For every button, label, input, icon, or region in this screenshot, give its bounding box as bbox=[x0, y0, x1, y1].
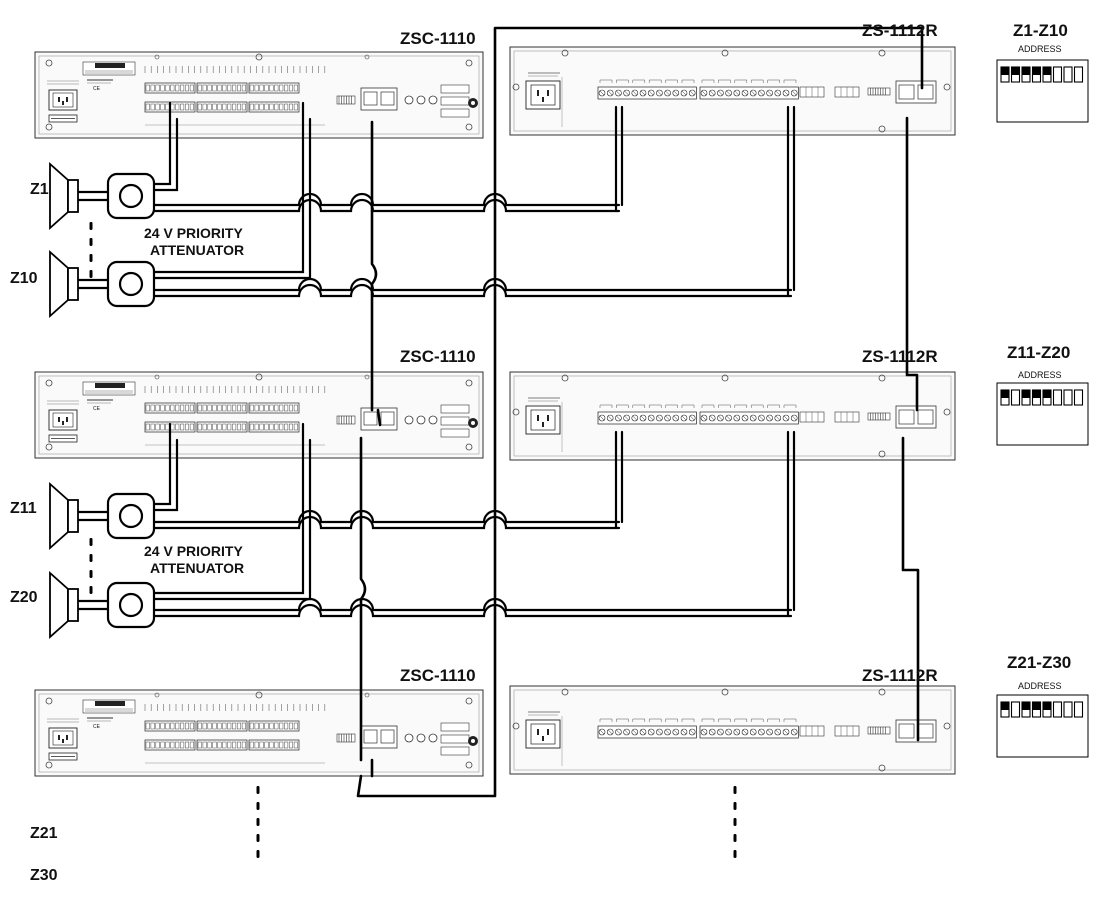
address-dip-switch-3 bbox=[996, 694, 1089, 758]
continuation-dot bbox=[733, 786, 737, 794]
horn-speaker-top-1 bbox=[49, 163, 79, 229]
dip-switch-6 bbox=[1052, 389, 1063, 406]
address-caption-3: ADDRESS bbox=[1018, 681, 1062, 691]
address-title-1: Z1-Z10 bbox=[1013, 21, 1068, 40]
dip-switch-8 bbox=[1073, 66, 1084, 83]
continuation-dot bbox=[89, 586, 93, 594]
zone-label-z10: Z10 bbox=[10, 270, 38, 287]
address-title-3: Z21-Z30 bbox=[1007, 653, 1071, 672]
horn-speaker-bottom-1 bbox=[49, 251, 79, 317]
attenuator-label-1b: ATTENUATOR bbox=[150, 242, 244, 258]
address-dip-switch-1 bbox=[996, 59, 1089, 123]
continuation-dot bbox=[256, 834, 260, 842]
relay-zs1112r-panel-1 bbox=[509, 46, 956, 136]
continuation-dot bbox=[89, 554, 93, 562]
zone-label-z20: Z20 bbox=[10, 589, 38, 606]
controller-zsc1110-panel-3 bbox=[34, 689, 484, 777]
dip-switch-7 bbox=[1063, 66, 1073, 83]
zone-label-z30: Z30 bbox=[30, 867, 58, 884]
continuation-dot bbox=[89, 538, 93, 546]
continuation-dot bbox=[733, 850, 737, 858]
horn-speaker-top-2 bbox=[49, 483, 79, 549]
zone-label-z11: Z11 bbox=[10, 500, 37, 517]
relay-zs1112r-panel-3 bbox=[509, 685, 956, 775]
relay-label-2: ZS-1112R bbox=[862, 347, 938, 366]
continuation-dot bbox=[733, 818, 737, 826]
continuation-dot bbox=[256, 786, 260, 794]
dip-switch-6 bbox=[1052, 701, 1063, 718]
continuation-dot bbox=[89, 238, 93, 246]
continuation-dot bbox=[89, 222, 93, 230]
continuation-dot bbox=[89, 254, 93, 262]
dip-switch-7 bbox=[1063, 389, 1073, 406]
zone-label-z1: Z1 bbox=[30, 181, 49, 198]
continuation-dot bbox=[733, 802, 737, 810]
continuation-dot bbox=[256, 850, 260, 858]
dip-switch-6 bbox=[1052, 66, 1063, 83]
address-caption-1: ADDRESS bbox=[1018, 44, 1062, 54]
relay-zs1112r-panel-2 bbox=[509, 371, 956, 461]
continuation-dot bbox=[256, 802, 260, 810]
address-title-2: Z11-Z20 bbox=[1007, 343, 1070, 362]
dip-switch-2 bbox=[1010, 389, 1021, 406]
attenuator-label-2a: 24 V PRIORITY bbox=[144, 543, 243, 559]
dip-switch-8 bbox=[1073, 389, 1084, 406]
relay-label-1: ZS-1112R bbox=[862, 21, 938, 40]
controller-label-3: ZSC-1110 bbox=[400, 666, 476, 685]
continuation-dot bbox=[89, 570, 93, 578]
com-bus-cable bbox=[356, 26, 924, 798]
priority-attenuator-bottom-1 bbox=[106, 260, 156, 308]
zone-label-z21: Z21 bbox=[30, 825, 58, 842]
controller-zsc1110-panel-1 bbox=[34, 51, 484, 139]
priority-attenuator-top-2 bbox=[106, 492, 156, 540]
dip-switch-8 bbox=[1073, 701, 1084, 718]
controller-label-2: ZSC-1110 bbox=[400, 347, 476, 366]
dip-switch-7 bbox=[1063, 701, 1073, 718]
attenuator-label-1a: 24 V PRIORITY bbox=[144, 225, 243, 241]
attenuator-label-2b: ATTENUATOR bbox=[150, 560, 244, 576]
priority-attenuator-top-1 bbox=[106, 172, 156, 220]
continuation-dot bbox=[256, 818, 260, 826]
relay-label-3: ZS-1112R bbox=[862, 666, 938, 685]
address-dip-switch-2 bbox=[996, 382, 1089, 446]
dip-switch-2 bbox=[1010, 701, 1021, 718]
continuation-dot bbox=[733, 834, 737, 842]
controller-zsc1110-panel-2 bbox=[34, 371, 484, 459]
address-caption-2: ADDRESS bbox=[1018, 370, 1062, 380]
horn-speaker-bottom-2 bbox=[49, 572, 79, 638]
priority-attenuator-bottom-2 bbox=[106, 581, 156, 629]
continuation-dot bbox=[89, 270, 93, 278]
controller-label-1: ZSC-1110 bbox=[400, 29, 476, 48]
